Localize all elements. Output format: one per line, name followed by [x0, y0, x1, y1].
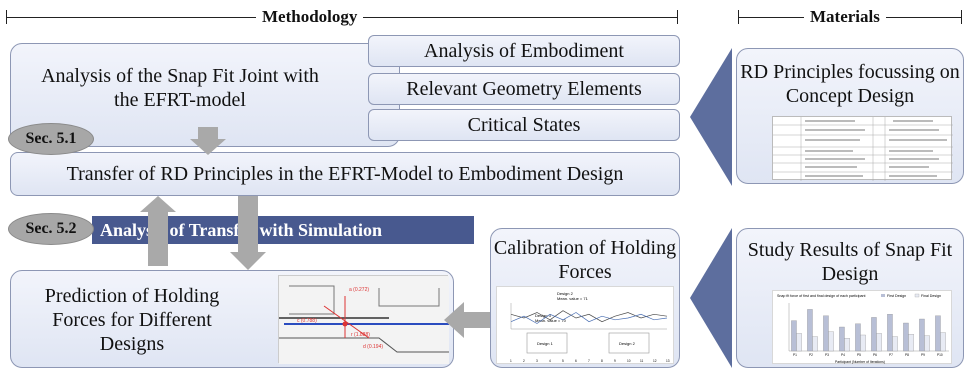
study-bar [924, 335, 930, 352]
study-chart-thumbnail: Snap fit force of first and final design… [772, 290, 952, 364]
study-bar [791, 320, 797, 352]
section-badge-5-1: Sec. 5.1 [8, 123, 94, 155]
prediction-label: Prediction of Holding Forces for Differe… [44, 285, 220, 355]
study-bar [839, 326, 845, 352]
study-bar [807, 309, 813, 352]
calib-x-tick: 6 [575, 359, 577, 363]
simulation-geometry-icon: a (0.272) c (0.788) r (1.888) d (0.194) [279, 276, 449, 364]
study-bar [796, 333, 802, 352]
study-results-label: Study Results of Snap Fit Design [747, 239, 953, 285]
study-x-tick: P2 [809, 353, 813, 357]
calib-box-1 [526, 332, 568, 354]
study-bar [828, 331, 834, 352]
tab-geometry-elements [368, 73, 680, 105]
analysis-title: Analysis of the Snap Fit Joint with the … [41, 65, 319, 111]
calib-design2-mean: Mean. value = 71 [557, 296, 589, 301]
study-legend-swatch-first [881, 294, 885, 297]
calib-x-tick: 10 [627, 359, 631, 363]
arrow-down-icon [230, 196, 266, 270]
study-bar [935, 315, 941, 352]
section-badge-5-2: Sec. 5.2 [8, 213, 94, 245]
tab-analysis-embodiment [368, 35, 680, 67]
study-x-tick: P10 [937, 353, 943, 357]
methodology-tick-right [677, 10, 678, 24]
materials-header: Materials [804, 8, 886, 26]
svg-text:r (1.888): r (1.888) [351, 332, 370, 338]
calib-design3-mean: Mean. value = 70 [535, 318, 567, 323]
study-chart: Snap fit force of first and final design… [777, 293, 949, 364]
study-legend-final: Final Design [921, 294, 941, 298]
study-bar [919, 318, 925, 352]
study-bar [908, 334, 914, 352]
calib-x-tick: 3 [536, 359, 538, 363]
calib-box-1-label: Design 1 [537, 341, 554, 346]
chevron-left-icon [690, 48, 732, 186]
study-legend-first: First Design [887, 294, 906, 298]
svg-text:c (0.788): c (0.788) [297, 318, 317, 324]
calibration-label: Calibration of Holding Forces [493, 237, 677, 283]
arrow-left-icon [444, 302, 490, 338]
calib-x-tick: 12 [653, 359, 657, 363]
methodology-header: Methodology [256, 8, 364, 26]
study-bar [823, 315, 829, 352]
calib-x-tick: 4 [549, 359, 551, 363]
simulation-thumbnail: a (0.272) c (0.788) r (1.888) d (0.194) [278, 275, 449, 364]
transfer-box [10, 152, 680, 196]
calib-box-2 [608, 332, 650, 354]
calib-x-tick: 11 [640, 359, 644, 363]
study-x-tick: P6 [873, 353, 877, 357]
arrow-down-icon [190, 127, 226, 155]
tab-geometry-elements-label: Relevant Geometry Elements [406, 78, 642, 100]
tab-critical-states-label: Critical States [467, 114, 581, 136]
study-bar [812, 336, 818, 352]
tab-critical-states [368, 109, 680, 141]
svg-text:a (0.272): a (0.272) [349, 287, 369, 293]
study-x-tick: P8 [905, 353, 909, 357]
study-bar [892, 336, 898, 352]
calib-series-line [510, 310, 668, 323]
study-bar [871, 317, 877, 352]
transfer-label: Transfer of RD Principles in the EFRT-Mo… [66, 163, 624, 185]
calib-box-2-label: Design 2 [619, 341, 636, 346]
study-bar [940, 332, 946, 352]
study-chart-title: Snap fit force of first and final design… [777, 294, 866, 298]
study-bar [860, 334, 866, 352]
materials-tick-left [738, 10, 739, 24]
study-bar [887, 314, 893, 352]
materials-tick-right [961, 10, 962, 24]
study-legend-swatch-final [914, 293, 920, 298]
calib-x-tick: 13 [666, 359, 670, 363]
study-x-tick: P9 [921, 353, 925, 357]
rd-table-graphic [773, 117, 953, 181]
study-bar [903, 322, 909, 352]
study-x-tick: P5 [857, 353, 861, 357]
svg-text:d (0.194): d (0.194) [363, 344, 383, 350]
calib-x-tick: 5 [562, 359, 564, 363]
tab-analysis-embodiment-label: Analysis of Embodiment [424, 40, 624, 62]
calib-x-tick: 7 [588, 359, 590, 363]
calib-x-tick: 1 [510, 359, 512, 363]
study-x-tick: P3 [825, 353, 829, 357]
study-x-tick: P7 [889, 353, 893, 357]
methodology-tick-left [6, 10, 7, 24]
calibration-chart: Design 2 Mean. value = 71 Design 3 Mean.… [510, 291, 670, 363]
study-x-tick: P1 [793, 353, 797, 357]
study-x-tick: P4 [841, 353, 845, 357]
calib-x-tick: 2 [523, 359, 525, 363]
rd-table-thumbnail [772, 116, 953, 181]
calib-x-tick: 8 [601, 359, 603, 363]
study-bar [876, 333, 882, 352]
chevron-left-icon [690, 228, 732, 368]
calib-design2-text: Design 2 [557, 291, 574, 296]
calib-x-tick: 9 [614, 359, 616, 363]
study-bar [844, 338, 850, 352]
calibration-chart-thumbnail: Design 2 Mean. value = 71 Design 3 Mean.… [496, 286, 674, 364]
calib-series-line [510, 312, 668, 324]
calib-design3-text: Design 3 [535, 313, 552, 318]
study-bar [855, 323, 861, 352]
arrow-up-icon [140, 196, 176, 266]
study-xlabel: Participant (Number of Iterations) [835, 360, 885, 364]
rd-principles-label: RD Principles focussing on Concept Desig… [740, 61, 960, 107]
